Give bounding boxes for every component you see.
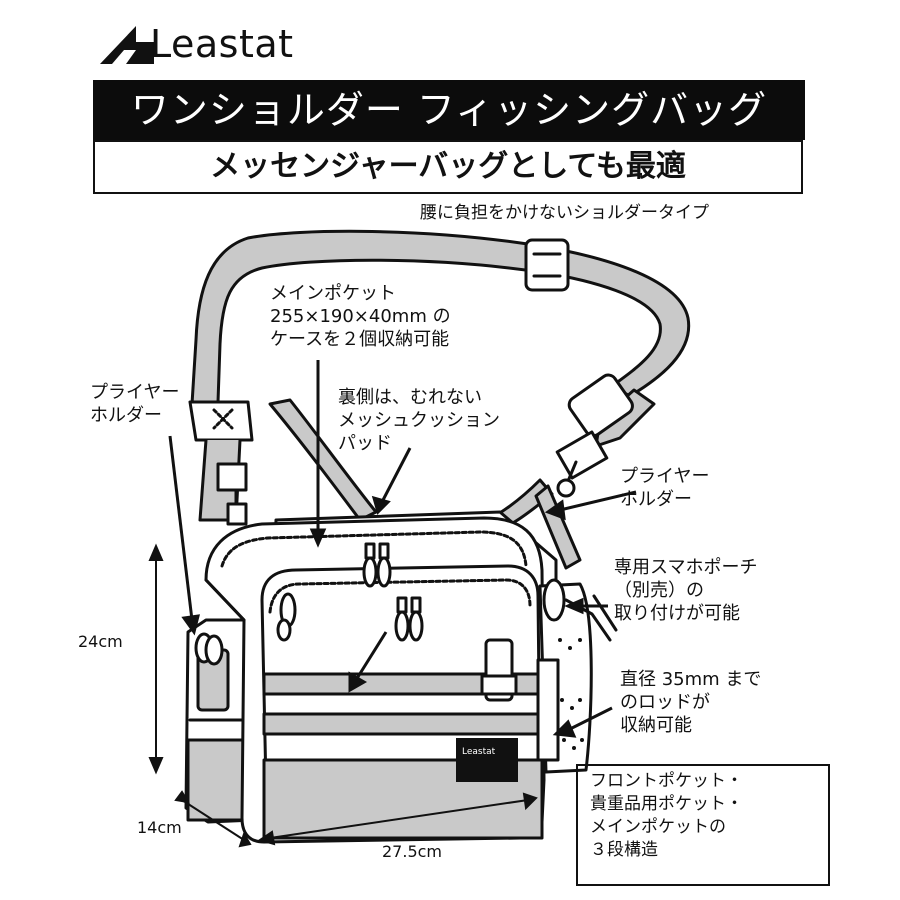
page-title: ワンショルダー フィッシングバッグ [130,88,768,132]
hip-note: 腰に負担をかけないショルダータイプ [420,203,709,223]
rod-holder-note: 直径 35mm まで のロッドが 収納可能 [620,669,762,736]
brand-logo-mark [100,26,154,64]
strap-slider [524,238,570,292]
width-dimension: 27.5cm [382,842,443,861]
structure-note: フロントポケット・ 貴重品用ポケット・ メインポケットの ３段構造 [590,771,743,860]
structure-box [576,764,830,886]
bag-brand-tag [456,738,518,782]
title-bar [93,80,805,140]
plier-holder-right-note: プライヤー ホルダー [620,466,710,510]
back-pad-note: 裏側は、むれない メッシュクッション パッド [338,387,500,454]
page-subtitle: メッセンジャーバッグとしても最適 [210,149,686,184]
phone-pouch-note: 専用スマホポーチ （別売）の 取り付けが可能 [614,557,758,624]
main-pocket-note: メインポケット 255×190×40mm の ケースを２個収納可能 [270,283,451,350]
svg-text:Leastat: Leastat [462,747,496,757]
plier-holder-left-note: プライヤー ホルダー [90,382,180,426]
brand-logo-text: Leastat [150,22,294,66]
subtitle-box [93,140,803,194]
side-release-buckle [567,373,634,438]
depth-dimension: 14cm [137,818,182,837]
molle-webbing-2 [262,712,542,736]
height-dimension: 24cm [78,632,123,651]
